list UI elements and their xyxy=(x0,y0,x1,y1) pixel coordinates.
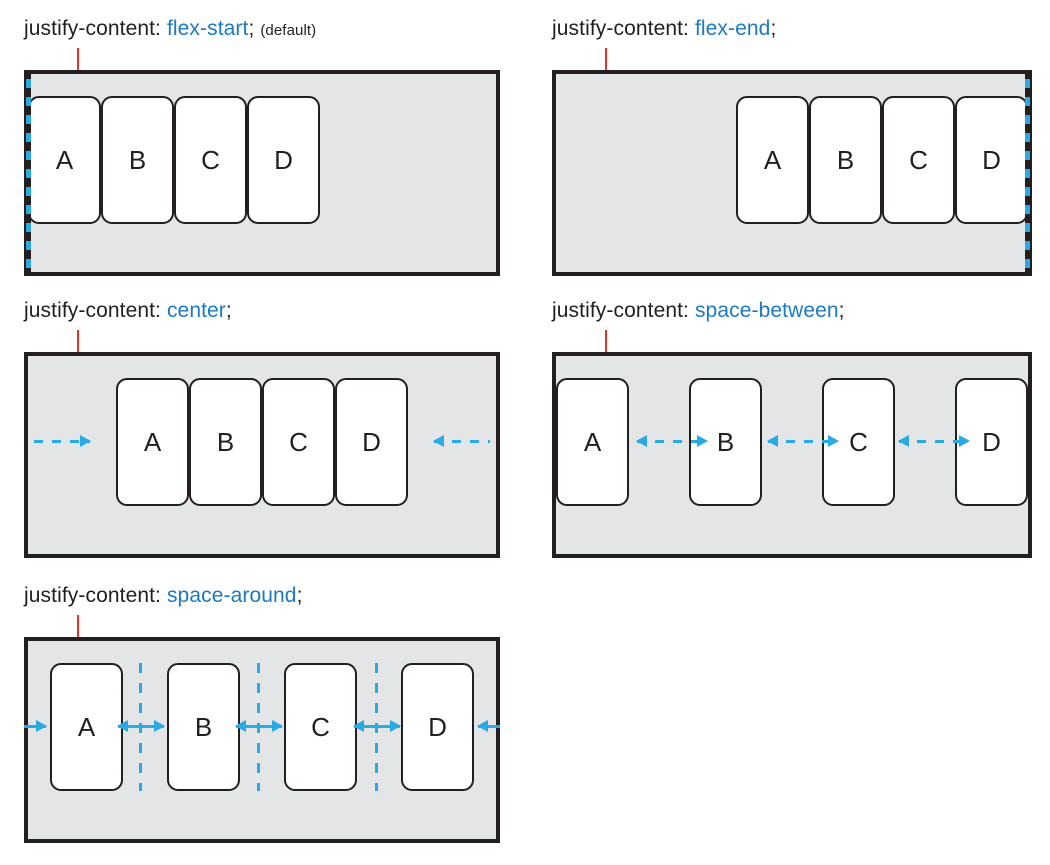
panel-space-around: justify-content: space-around; xyxy=(24,585,500,843)
flex-container-center: A B C D xyxy=(24,352,500,558)
half-space-arrow-icon xyxy=(353,720,376,732)
half-space-arrow-icon xyxy=(24,720,47,732)
flex-item: A xyxy=(556,378,629,506)
caption-value: flex-end xyxy=(694,17,771,40)
flex-item: C xyxy=(284,663,357,791)
caption-flex-end: justify-content: flex-end; xyxy=(552,18,776,44)
flex-item: C xyxy=(174,96,247,224)
gap-arrow-icon xyxy=(898,435,970,447)
caption-flex-start: justify-content: flex-start; (default) xyxy=(24,18,316,44)
flex-item: C xyxy=(882,96,955,224)
flex-item: D xyxy=(247,96,320,224)
gap-arrow-icon xyxy=(767,435,839,447)
caption-value: center xyxy=(166,299,226,322)
caption-space-between: justify-content: space-between; xyxy=(552,300,845,326)
caption-property: justify-content: xyxy=(24,17,161,40)
caption-semicolon: ; xyxy=(838,299,845,322)
flex-item: D xyxy=(955,96,1028,224)
caption-property: justify-content: xyxy=(552,299,689,322)
flex-track: A B C D xyxy=(28,663,496,791)
caption-center: justify-content: center; xyxy=(24,300,232,326)
panel-space-between: justify-content: space-between; A B C D xyxy=(552,300,1032,558)
caption-property: justify-content: xyxy=(552,17,689,40)
caption-semicolon: ; xyxy=(225,299,232,322)
caption-property: justify-content: xyxy=(24,299,161,322)
flex-container-space-around: A B C D xyxy=(24,637,500,843)
start-edge-dashed-guide xyxy=(26,70,31,276)
flex-track: A B C D xyxy=(28,96,496,224)
flex-container-space-between: A B C D xyxy=(552,352,1032,558)
pointer-tick-icon xyxy=(77,330,79,352)
caption-semicolon: ; xyxy=(296,584,303,607)
half-gap-divider-guide xyxy=(257,663,260,791)
half-space-arrow-icon xyxy=(477,720,500,732)
half-space-arrow-icon xyxy=(260,720,283,732)
pointer-tick-icon xyxy=(77,48,79,70)
pointer-tick-icon xyxy=(77,615,79,637)
half-space-arrow-icon xyxy=(117,720,140,732)
caption-property: justify-content: xyxy=(24,584,161,607)
caption-semicolon: ; xyxy=(770,17,777,40)
caption-value: space-around xyxy=(166,584,297,607)
flex-item: B xyxy=(189,378,262,506)
flex-item: A xyxy=(736,96,809,224)
caption-note: (default) xyxy=(260,22,317,39)
caption-space-around: justify-content: space-around; xyxy=(24,585,303,611)
gap-arrow-icon xyxy=(636,435,708,447)
flex-item: B xyxy=(101,96,174,224)
caption-value: flex-start xyxy=(166,17,249,40)
caption-semicolon: ; xyxy=(248,17,255,40)
flex-item: B xyxy=(809,96,882,224)
flex-container-flex-end: A B C D xyxy=(552,70,1032,276)
panel-flex-start: justify-content: flex-start; (default) A… xyxy=(24,18,500,276)
free-space-arrow-left-icon xyxy=(34,435,91,447)
flex-item: C xyxy=(262,378,335,506)
flex-item: D xyxy=(335,378,408,506)
caption-value: space-between xyxy=(694,299,839,322)
pointer-tick-icon xyxy=(605,330,607,352)
flex-item: B xyxy=(167,663,240,791)
half-gap-divider-guide xyxy=(139,663,142,791)
flex-item: A xyxy=(28,96,101,224)
free-space-arrow-right-icon xyxy=(433,435,490,447)
flex-item: D xyxy=(401,663,474,791)
flex-container-flex-start: A B C D xyxy=(24,70,500,276)
panel-center: justify-content: center; A B C D xyxy=(24,300,500,558)
end-edge-dashed-guide xyxy=(1025,70,1030,276)
flex-track: A B C D xyxy=(28,378,496,506)
panel-flex-end: justify-content: flex-end; A B C D xyxy=(552,18,1032,276)
flex-track: A B C D xyxy=(556,96,1028,224)
flex-item: D xyxy=(955,378,1028,506)
half-gap-divider-guide xyxy=(375,663,378,791)
flex-item: A xyxy=(50,663,123,791)
half-space-arrow-icon xyxy=(142,720,165,732)
flex-item: A xyxy=(116,378,189,506)
half-space-arrow-icon xyxy=(235,720,258,732)
half-space-arrow-icon xyxy=(378,720,401,732)
pointer-tick-icon xyxy=(605,48,607,70)
